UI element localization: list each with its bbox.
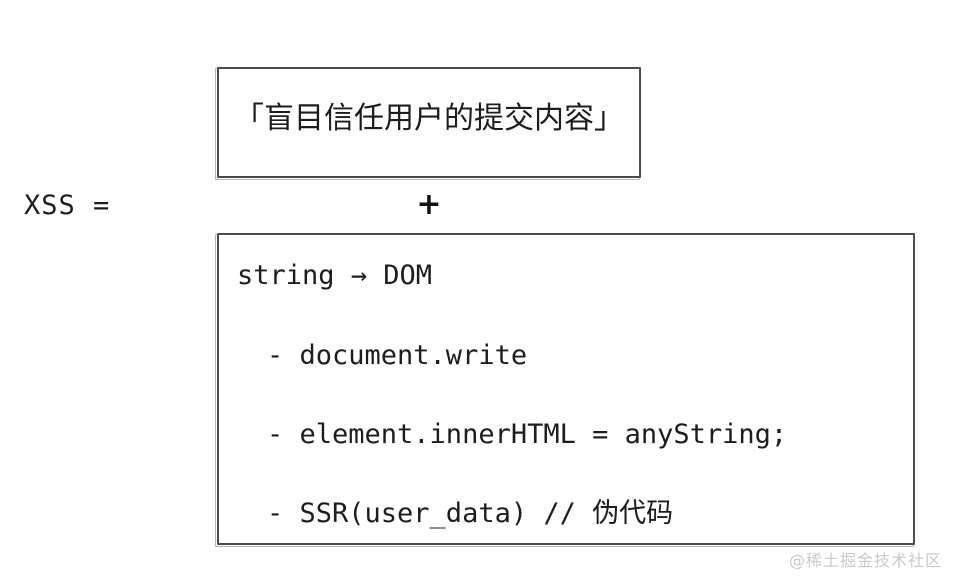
plus-operator: + xyxy=(416,187,442,222)
premise-box: 「盲目信任用户的提交内容」 xyxy=(215,67,641,180)
sink-item-ssr: - SSR(user_data) // 伪代码 xyxy=(267,498,674,529)
xss-equation-label: XSS = xyxy=(24,190,111,221)
sink-line-list: string → DOM - document.write - element.… xyxy=(237,259,903,537)
premise-text: 「盲目信任用户的提交内容」 xyxy=(234,101,624,136)
sink-heading: string → DOM xyxy=(237,260,433,291)
sink-item-inner-html: - element.innerHTML = anyString; xyxy=(267,419,788,450)
sink-box: string → DOM - document.write - element.… xyxy=(215,233,915,547)
watermark: @稀土掘金技术社区 xyxy=(788,551,942,570)
sink-item-document-write: - document.write xyxy=(267,340,528,371)
